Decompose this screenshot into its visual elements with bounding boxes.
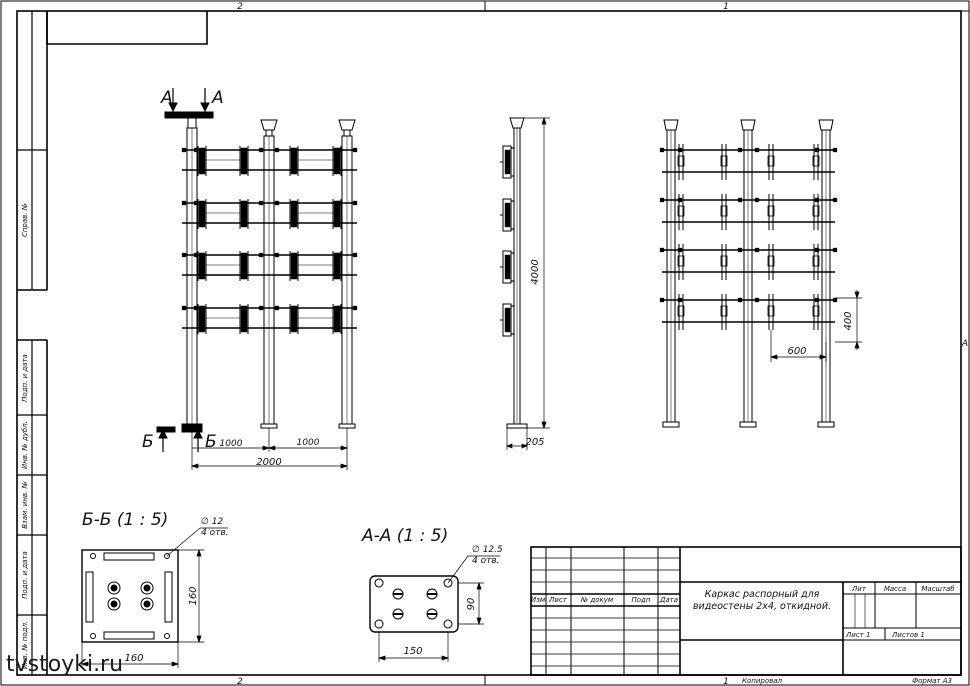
zone-label-right: A	[961, 339, 968, 349]
section-bb-dimensions	[80, 527, 228, 668]
tb-col-list: Лист	[548, 596, 568, 604]
stamp-vzam-inv-label: Взам. инв. №	[21, 481, 29, 529]
front-shelf-level	[181, 304, 358, 334]
tb-lit-label: Лит	[851, 585, 867, 593]
section-b-label-left: Б	[142, 432, 154, 452]
dim-vertical-400: 400	[843, 311, 854, 330]
front-posts	[164, 111, 356, 433]
front-shelf-level	[181, 199, 358, 229]
section-aa-dimensions	[377, 555, 500, 662]
front-shelf-level	[181, 146, 358, 176]
stamp-sprav-label: Справ. №	[21, 203, 29, 237]
dim-base-205: 205	[525, 437, 544, 448]
section-bb-detail: Б-Б (1 : 5)	[80, 510, 229, 668]
section-a-label-right: А	[211, 88, 224, 108]
base-plate-bolts	[107, 581, 154, 611]
dim-left-1000: 1000	[220, 439, 243, 449]
title-block	[530, 546, 962, 676]
front-dimension-lines	[190, 428, 349, 470]
back-dimension-lines	[769, 290, 862, 362]
section-aa-dim-90: 90	[466, 598, 477, 611]
section-bb-dim-160-horizontal: 160	[124, 653, 143, 664]
section-b-arrows	[156, 426, 203, 452]
tb-col-izm: Изм	[531, 596, 546, 604]
tb-sheets-total: Листов 1	[891, 631, 925, 639]
tb-col-doc: № докум	[580, 596, 614, 604]
back-shelf-level	[659, 244, 838, 280]
dim-height-4000: 4000	[530, 259, 541, 284]
front-shelf-level	[181, 251, 358, 281]
side-bracket	[500, 198, 514, 232]
section-a-arrows	[168, 88, 210, 113]
side-bracket	[500, 303, 514, 337]
section-bb-title: Б-Б (1 : 5)	[82, 510, 168, 530]
back-posts	[662, 119, 835, 428]
stamp-inv-podl-label: Инв. № подл.	[21, 621, 29, 669]
tb-col-data: Дата	[659, 596, 678, 604]
top-plate-bolts	[392, 588, 438, 620]
section-aa-dim-150: 150	[403, 646, 422, 657]
back-view: 400 600	[659, 119, 862, 428]
zone-label-top-left: 2	[237, 2, 243, 12]
title-block-rows	[531, 557, 680, 667]
section-a-label-left: А	[160, 88, 173, 108]
tb-col-podp: Подп	[632, 596, 651, 604]
side-dimension-lines	[506, 116, 550, 450]
stamp-podp-data-label-1: Подп. и дата	[21, 354, 29, 402]
back-shelves	[659, 144, 838, 330]
tb-sheet-number: Лист 1	[845, 631, 870, 639]
stamp-podp-data-label-2: Подп. и дата	[21, 551, 29, 599]
back-shelf-level	[659, 194, 838, 230]
dim-horizontal-600: 600	[787, 346, 806, 357]
back-shelf-level	[659, 294, 838, 330]
dim-total-2000: 2000	[256, 457, 281, 468]
side-bracket	[500, 250, 514, 284]
tb-name-line-1: Каркас распорный для	[705, 589, 820, 600]
section-bb-hole-diameter: ∅ 12	[201, 517, 223, 527]
dim-right-1000: 1000	[297, 438, 320, 448]
tb-masshtab-label: Масштаб	[921, 585, 955, 593]
section-aa-hole-count: 4 отв.	[472, 556, 500, 566]
footer-format: Формат А3	[912, 677, 952, 685]
side-post	[506, 117, 528, 429]
front-shelves	[181, 146, 358, 334]
section-bb-hole-count: 4 отв.	[201, 528, 229, 538]
side-brackets	[500, 145, 514, 337]
section-aa-detail: А-А (1 : 5) ∅ 12.5	[361, 526, 503, 662]
zone-label-bottom-right: 1	[723, 677, 729, 686]
section-aa-hole-diameter: ∅ 12.5	[472, 545, 503, 555]
front-view: А А Б Б 1000 1000 2000	[142, 88, 358, 470]
tb-massa-label: Масса	[884, 585, 906, 593]
tb-name-line-2: видеостены 2х4, откидной.	[693, 601, 831, 612]
back-shelf-level	[659, 144, 838, 180]
section-bb-dim-160-vertical: 160	[188, 586, 199, 605]
stamp-inv-dubl-label: Инв. № дубл.	[21, 421, 29, 469]
section-aa-title: А-А (1 : 5)	[361, 526, 448, 546]
zone-label-top-right: 1	[723, 2, 729, 12]
top-plate-outline	[369, 575, 459, 633]
zone-label-bottom-left: 2	[237, 677, 243, 686]
footer-kopiroval: Копировал	[742, 677, 783, 685]
side-bracket	[500, 145, 514, 179]
side-view: 4000 205	[500, 116, 550, 450]
section-b-label-right: Б	[205, 432, 217, 452]
base-plate-outline	[81, 549, 179, 643]
watermark-text: tvstoyki.ru	[6, 652, 124, 677]
